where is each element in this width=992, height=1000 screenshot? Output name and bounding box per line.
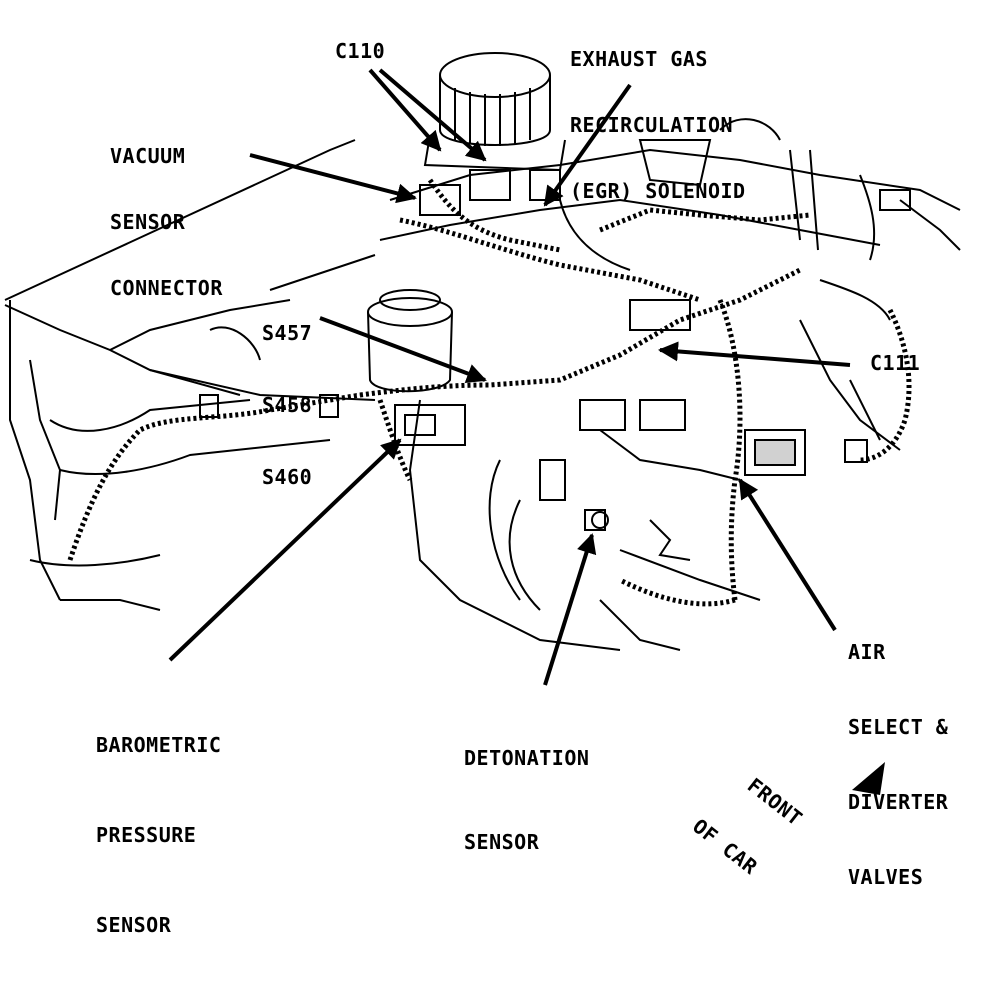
splice-s457-label: S457	[262, 321, 313, 345]
egr-label-line-3: (EGR) SOLENOID	[570, 179, 746, 203]
c110-arrow-2	[378, 68, 487, 162]
callout-arrows	[168, 68, 885, 795]
splice-s460-label: S460	[262, 465, 313, 489]
c110-arrow-1	[368, 68, 442, 152]
front-label-line-2: OF CAR	[688, 813, 763, 880]
air-label-line-2: SELECT &	[848, 715, 949, 739]
c111-arrow	[658, 341, 851, 367]
engine-diagram: EXHAUST GAS RECIRCULATION (EGR) SOLENOID…	[4, 4, 961, 937]
fender-outline	[4, 139, 376, 611]
baro-label-line-2: PRESSURE	[96, 823, 197, 847]
front-direction-arrow	[852, 762, 885, 795]
vacuum-label-line-1: VACUUM	[110, 144, 186, 168]
vacuum-connector-arrow	[249, 153, 417, 204]
wiring-harness	[67, 178, 912, 607]
vacuum-label-line-3: CONNECTOR	[110, 276, 223, 300]
detonation-sensor-label: DETONATION SENSOR	[464, 688, 589, 912]
egr-label-line-1: EXHAUST GAS	[570, 47, 708, 71]
detonation-sensor-arrow	[543, 533, 597, 686]
barometric-pressure-sensor-label: BAROMETRIC PRESSURE SENSOR	[96, 670, 221, 1000]
front-label-line-1: FRONT	[742, 772, 808, 831]
detonation-label-line-1: DETONATION	[464, 746, 590, 770]
air-valves-arrow	[738, 478, 837, 632]
air-label-line-3: DIVERTER	[848, 790, 949, 814]
components	[199, 169, 911, 531]
c111-label: C111	[870, 351, 921, 375]
splice-labels: S457 S458 S460	[262, 273, 312, 537]
splices-arrow	[319, 316, 487, 384]
baro-label-line-3: SENSOR	[96, 913, 172, 937]
splice-s458-label: S458	[262, 393, 313, 417]
engine-line-art	[4, 52, 961, 651]
air-label-line-1: AIR	[848, 640, 886, 664]
barometric-sensor-arrow	[168, 438, 402, 662]
egr-solenoid-label: EXHAUST GAS RECIRCULATION (EGR) SOLENOID	[570, 4, 746, 246]
air-select-diverter-valves-label: AIR SELECT & DIVERTER VALVES	[848, 590, 948, 940]
egr-label-line-2: RECIRCULATION	[570, 113, 734, 137]
c110-label: C110	[335, 39, 386, 63]
engine-block	[379, 118, 961, 651]
detonation-label-line-2: SENSOR	[464, 830, 540, 854]
vacuum-sensor-connector-label: VACUUM SENSOR CONNECTOR	[110, 101, 223, 343]
baro-label-line-1: BAROMETRIC	[96, 733, 222, 757]
vacuum-label-line-2: SENSOR	[110, 210, 186, 234]
air-label-line-4: VALVES	[848, 865, 924, 889]
egr-solenoid-arrow	[543, 83, 632, 207]
